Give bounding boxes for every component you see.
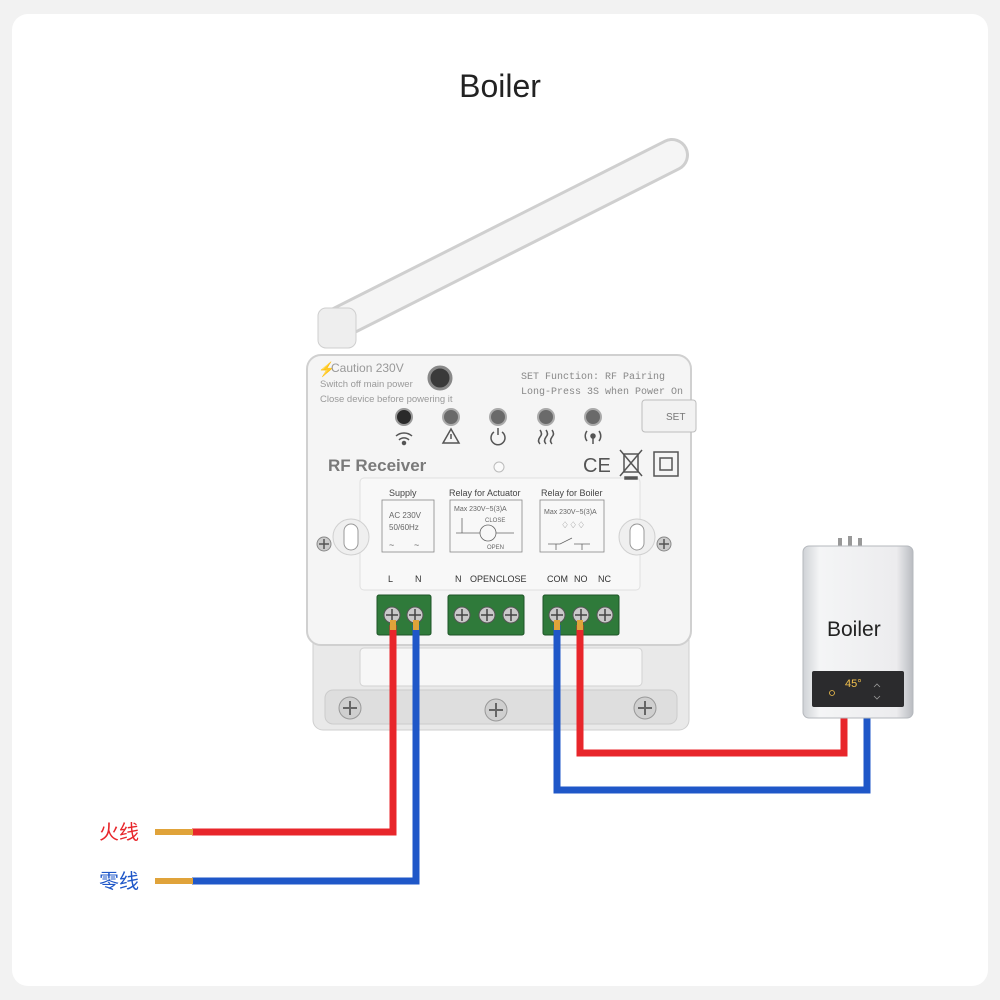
actuator-rating: Max 230V~5(3)A	[454, 506, 507, 513]
terminal-label-l: L	[388, 574, 393, 584]
terminal-label-n-actuator: N	[455, 574, 462, 584]
boiler-power-icon	[829, 690, 835, 696]
plate-screw-center	[484, 698, 508, 722]
live-wire-label: 火线	[99, 821, 139, 844]
tip-com	[554, 620, 560, 630]
led-alarm	[442, 408, 460, 426]
set-button-label: SET	[666, 412, 685, 423]
led-wifi	[395, 408, 413, 426]
side-screw-left	[316, 536, 332, 552]
supply-ac: AC 230V	[389, 511, 422, 520]
boiler-control-panel	[812, 671, 904, 707]
live-wire	[192, 625, 397, 836]
caution-note-1: Switch off main power	[320, 379, 413, 390]
caution-note-2: Close device before powering it	[320, 394, 453, 405]
terminal-block-supply	[376, 594, 432, 636]
wifi-icon	[395, 432, 413, 446]
weee-bin-icon	[619, 449, 643, 480]
set-function-note: Long-Press 3S when Power On	[521, 386, 683, 398]
plate-screw-right	[633, 696, 657, 720]
actuator-close-tag: CLOSE	[485, 518, 505, 524]
terminal-block-boiler	[542, 594, 620, 636]
boiler-unit: Boiler 45°	[802, 536, 914, 719]
keyhole-right	[618, 518, 656, 556]
neutral-wire	[192, 625, 420, 885]
heating-icon	[537, 429, 555, 445]
tip-no	[577, 620, 583, 630]
boiler-label: Boiler	[827, 618, 881, 641]
neutral-wire-tip	[155, 878, 193, 884]
actuator-open-tag: OPEN	[487, 545, 504, 551]
tip-supply-n	[413, 620, 419, 630]
supply-wave-icon-1: ~	[389, 540, 394, 550]
set-button[interactable]: SET	[641, 399, 697, 433]
double-insulation-icon	[653, 451, 679, 477]
lightning-icon: ⚡	[318, 361, 335, 378]
rf-signal-icon	[584, 430, 602, 444]
status-indicator	[493, 461, 505, 473]
pairing-knob[interactable]	[427, 365, 453, 391]
boiler-relay-heading: Relay for Boiler	[541, 488, 603, 498]
actuator-section: Relay for Actuator Max 230V~5(3)A CLOSE …	[449, 488, 527, 584]
relay-contact-symbol	[548, 537, 590, 550]
plate-screw-left	[338, 696, 362, 720]
set-function-text: SET Function: RF Pairing	[521, 371, 665, 383]
boiler-down-icon	[873, 695, 881, 700]
terminal-label-com: COM	[547, 574, 568, 584]
brand-label: RF Receiver	[328, 456, 427, 475]
led-rf	[584, 408, 602, 426]
actuator-heading: Relay for Actuator	[449, 488, 521, 498]
led-heating	[537, 408, 555, 426]
supply-heading: Supply	[389, 488, 417, 498]
antenna	[317, 138, 689, 349]
terminal-label-no: NO	[574, 574, 588, 584]
terminal-label-nc: NC	[598, 574, 611, 584]
neutral-wire-label: 零线	[99, 870, 139, 893]
terminal-label-open: OPEN	[470, 574, 496, 584]
boiler-relay-rating: Max 230V~5(3)A	[544, 509, 597, 516]
boiler-relay-section: Relay for Boiler Max 230V~5(3)A ♢♢♢ COM …	[539, 488, 611, 584]
side-screw-right	[656, 536, 672, 552]
supply-section: Supply AC 230V 50/60Hz ~ ~ L N	[381, 488, 435, 584]
boiler-display: 45°	[845, 678, 862, 690]
boiler-live-wire	[576, 625, 848, 757]
actuator-wiring	[456, 518, 514, 534]
terminal-label-close: CLOSE	[496, 574, 527, 584]
ce-mark: CE	[583, 455, 611, 477]
flame-icons: ♢♢♢	[561, 520, 585, 530]
terminal-block-actuator	[447, 594, 525, 636]
tip-supply-l	[390, 620, 396, 630]
boiler-neutral-wire	[553, 625, 871, 794]
terminal-label-n-supply: N	[415, 574, 422, 584]
warning-icon	[441, 427, 461, 444]
page-title: Boiler	[459, 68, 541, 104]
boiler-up-icon	[873, 683, 881, 688]
power-icon	[490, 428, 506, 446]
supply-frequency: 50/60Hz	[389, 523, 419, 532]
supply-wave-icon-2: ~	[414, 540, 419, 550]
keyhole-left	[332, 518, 370, 556]
live-wire-tip	[155, 829, 193, 835]
led-power	[489, 408, 507, 426]
caution-text: Caution 230V	[331, 361, 404, 375]
